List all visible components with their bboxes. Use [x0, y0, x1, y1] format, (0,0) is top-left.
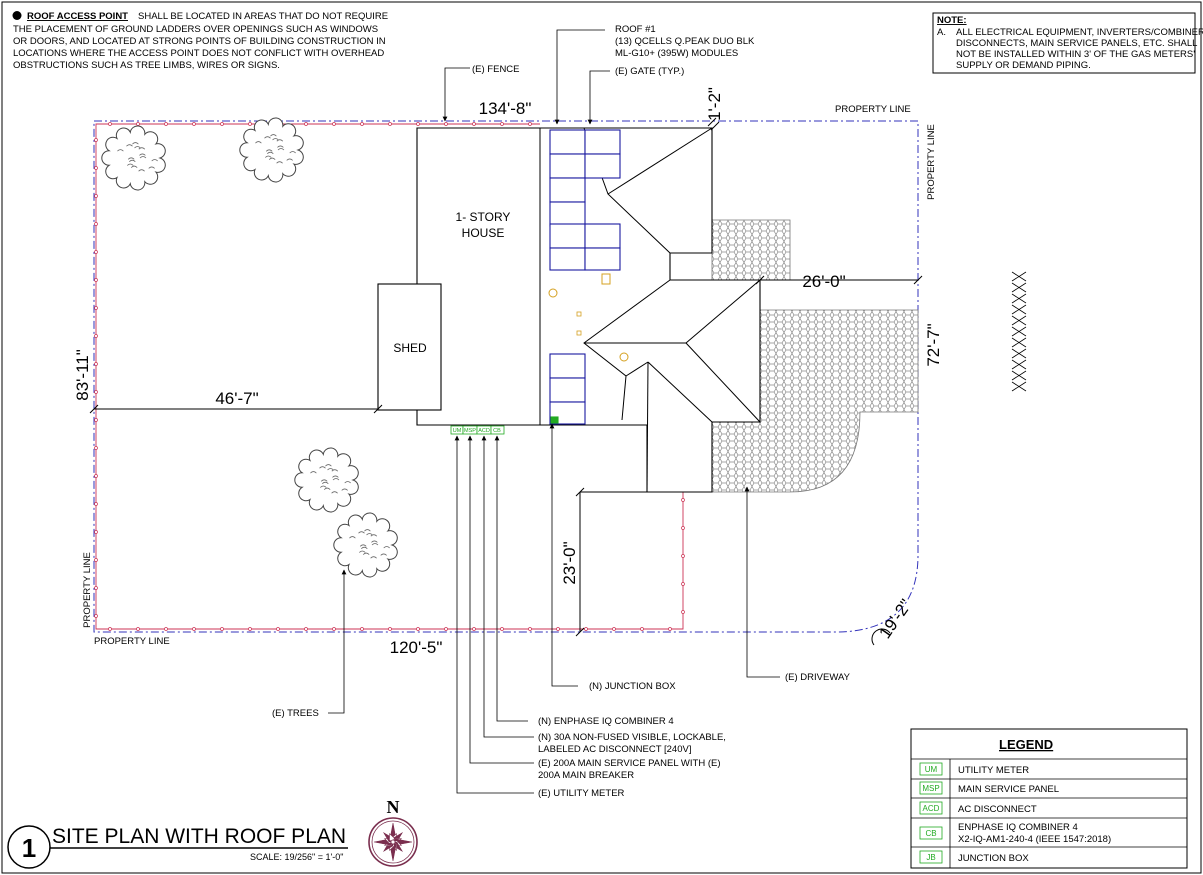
acd-tag: ACD: [478, 428, 490, 434]
note-line: ALL ELECTRICAL EQUIPMENT, INVERTERS/COMB…: [956, 27, 1203, 38]
x-marks: [1011, 271, 1027, 392]
compass-rose-icon: [373, 822, 413, 862]
legend-label: ENPHASE IQ COMBINER 4: [958, 822, 1078, 833]
property-line: [93, 120, 919, 633]
equipment-tags: UM MSP ACD CB: [450, 425, 505, 435]
legend-label: UTILITY METER: [958, 765, 1029, 776]
msp-tag: MSP: [464, 428, 476, 434]
north-label: N: [387, 797, 400, 817]
tree-icon: [294, 447, 359, 513]
junction-box-callout: (N) JUNCTION BOX: [589, 681, 676, 692]
access-note-line: OR DOORS, AND LOCATED AT STRONG POINTS O…: [13, 36, 386, 47]
dim-corner-radius: 19'-2": [875, 596, 915, 642]
msp-callout: 200A MAIN BREAKER: [538, 770, 634, 781]
dim-driveway-width: 26'-0": [802, 272, 845, 291]
legend: LEGEND UM UTILITY METER MSP MAIN SERVICE…: [910, 728, 1188, 869]
utility-meter-callout: (E) UTILITY METER: [538, 788, 625, 799]
driveway-callout: (E) DRIVEWAY: [785, 672, 851, 683]
access-note-line: SHALL BE LOCATED IN AREAS THAT DO NOT RE…: [138, 11, 388, 22]
callout-leaders: [328, 29, 780, 794]
property-line-label-bottom: PROPERTY LINE: [94, 636, 170, 647]
note-line: SUPPLY OR DEMAND PIPING.: [956, 60, 1091, 71]
legend-label: MAIN SERVICE PANEL: [958, 784, 1059, 795]
house: 1- STORY HOUSE: [416, 127, 761, 493]
property-line-label-top: PROPERTY LINE: [835, 104, 911, 115]
note-line: DISCONNECTS, MAIN SERVICE PANELS, ETC. S…: [956, 38, 1197, 49]
fence: [94, 122, 685, 631]
access-point-icon: [12, 11, 22, 20]
legend-label: AC DISCONNECT: [958, 804, 1037, 815]
trees: [101, 117, 398, 578]
dim-front-setback: 23'-0": [560, 541, 579, 584]
house-label: HOUSE: [462, 226, 505, 240]
note-letter: A.: [937, 27, 946, 38]
note-line: NOT BE INSTALLED WITHIN 3' OF THE GAS ME…: [956, 49, 1195, 60]
note-heading: NOTE:: [937, 15, 967, 26]
dim-left: 83'-11": [73, 349, 92, 401]
property-line-label-right: PROPERTY LINE: [926, 124, 937, 200]
house-label: 1- STORY: [456, 210, 511, 224]
roof-callout: (13) QCELLS Q.PEAK DUO BLK: [615, 36, 755, 47]
access-note-line: THE PLACEMENT OF GROUND LADDERS OVER OPE…: [13, 24, 378, 35]
general-note-box: NOTE: A. ALL ELECTRICAL EQUIPMENT, INVER…: [932, 12, 1203, 74]
solar-array: [549, 129, 621, 425]
fence-callout: (E) FENCE: [472, 64, 520, 75]
access-note-line: LOCATIONS WHERE THE ACCESS POINT DOES NO…: [13, 48, 384, 59]
roof-access-note: ROOF ACCESS POINT SHALL BE LOCATED IN AR…: [12, 11, 388, 71]
sheet-title: SITE PLAN WITH ROOF PLAN: [52, 825, 346, 848]
um-tag: UM: [453, 428, 462, 434]
access-note-line: OBSTRUCTIONS SUCH AS TREE LIMBS, WIRES O…: [13, 60, 280, 71]
north-arrow: N: [368, 797, 418, 867]
sheet-number: 1: [22, 833, 36, 863]
gate-callout: (E) GATE (TYP.): [615, 66, 684, 77]
dimension-lines: [89, 117, 923, 637]
title-block: 1 SITE PLAN WITH ROOF PLAN SCALE: 19/256…: [7, 825, 348, 869]
legend-symbol: CB: [925, 829, 936, 838]
combiner-callout: (N) ENPHASE IQ COMBINER 4: [538, 716, 674, 727]
legend-symbol: JB: [926, 853, 935, 862]
legend-label: X2-IQ-AM1-240-4 (IEEE 1547:2018): [958, 834, 1111, 845]
tree-icon: [101, 125, 166, 191]
dim-shed-offset: 46'-7": [215, 389, 258, 408]
legend-symbol: ACD: [923, 804, 940, 813]
scale-note: SCALE: 19/256" = 1'-0": [250, 852, 343, 862]
legend-symbol: MSP: [922, 784, 939, 793]
disconnect-callout: LABELED AC DISCONNECT [240V]: [538, 744, 691, 755]
msp-callout: (E) 200A MAIN SERVICE PANEL WITH (E): [538, 758, 720, 769]
legend-title: LEGEND: [999, 737, 1053, 752]
disconnect-callout: (N) 30A NON-FUSED VISIBLE, LOCKABLE,: [538, 732, 726, 743]
callouts: ROOF #1 (13) QCELLS Q.PEAK DUO BLK ML-G1…: [272, 24, 851, 799]
roof-callout: ROOF #1: [615, 24, 656, 35]
tree-icon: [239, 117, 304, 183]
shed-label: SHED: [393, 341, 427, 355]
trees-callout: (E) TREES: [272, 708, 319, 719]
access-note-title: ROOF ACCESS POINT: [27, 11, 128, 22]
roof-callout: ML-G10+ (395W) MODULES: [615, 48, 738, 59]
radius-arc: [871, 628, 891, 646]
dim-top: 134'-8": [479, 99, 532, 118]
property-line-label-left: PROPERTY LINE: [82, 552, 93, 628]
legend-symbol: UM: [925, 765, 938, 774]
junction-box-marker: [550, 416, 559, 424]
cb-tag: CB: [493, 428, 501, 434]
dim-bottom: 120'-5": [390, 638, 443, 657]
shed: SHED: [377, 283, 442, 411]
tree-icon: [333, 512, 398, 578]
dim-right: 72'-7": [924, 323, 943, 366]
dim-top-right: 1'-2": [705, 87, 724, 121]
legend-label: JUNCTION BOX: [958, 853, 1029, 864]
